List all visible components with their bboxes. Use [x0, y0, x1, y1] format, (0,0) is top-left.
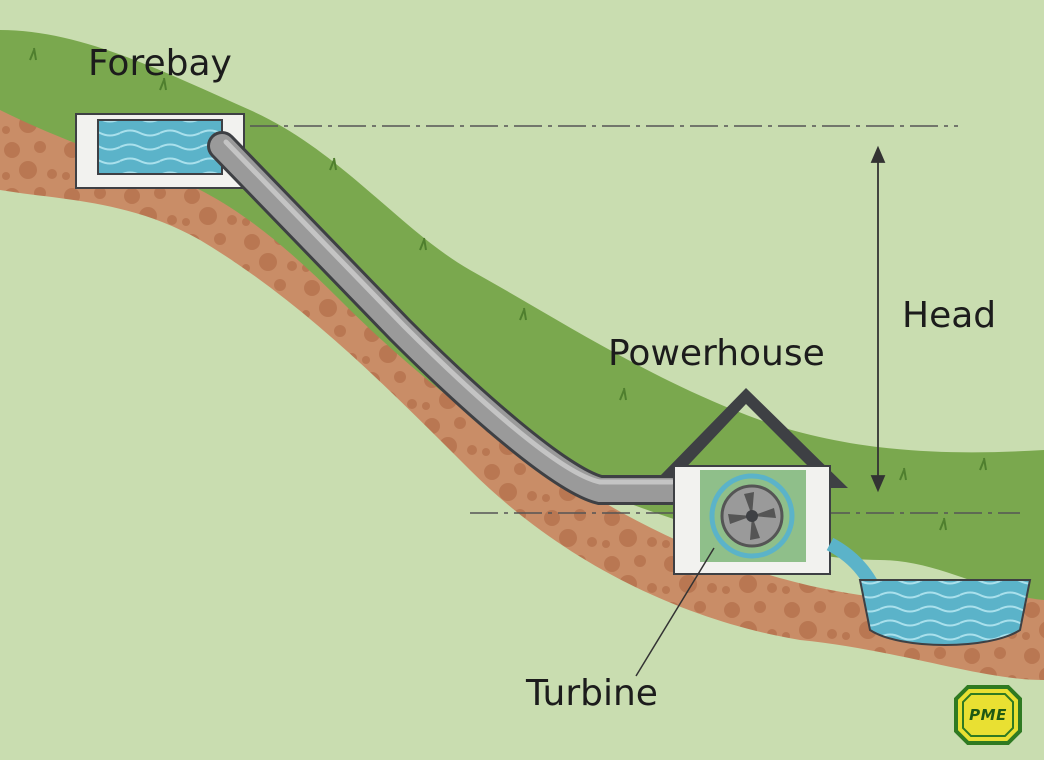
turbine — [709, 473, 795, 559]
tailrace-pool — [858, 579, 1032, 646]
head-arrow — [870, 145, 886, 493]
logo-badge-icon — [954, 685, 1022, 745]
logo-text: PME — [969, 706, 1007, 724]
pme-logo: PME — [954, 685, 1022, 745]
forebay-label: Forebay — [88, 43, 232, 84]
head-label: Head — [902, 295, 997, 336]
turbine-leader-line — [635, 547, 715, 677]
soil-layer — [0, 110, 1044, 680]
turbine-label: Turbine — [526, 673, 658, 714]
grass-tufts — [29, 47, 987, 531]
powerhouse-label: Powerhouse — [608, 333, 825, 374]
